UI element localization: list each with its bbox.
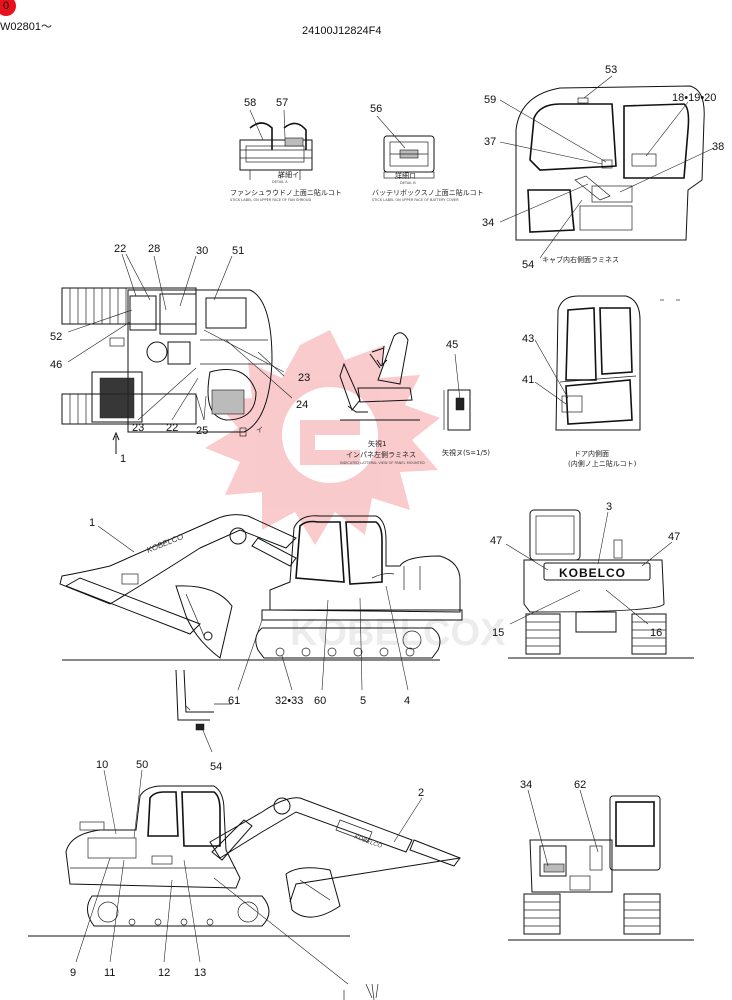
step-detail-drawing	[175, 669, 232, 731]
detail-a-caption-en: STICK LABEL ON UPPER FACE OF FAN SHROUD	[230, 198, 311, 202]
serial-range: W02801～	[0, 21, 52, 33]
ref-50: 50	[136, 759, 148, 771]
ref-34-front: 34	[520, 779, 532, 791]
arrow-view-caption-en: INDICATED LATTERAL VIEW OF PANEL MOUNTED	[340, 461, 425, 465]
ref-34-cab: 34	[482, 217, 494, 229]
ref-30: 30	[196, 245, 208, 257]
ref-32-33: 32•33	[275, 695, 303, 707]
ref-22-bottom: 22	[166, 422, 178, 434]
ref-9: 9	[70, 967, 76, 979]
side-view-left-drawing	[28, 785, 461, 1000]
left-boom-brand: KOBELCO	[353, 834, 383, 850]
ref-12: 12	[158, 967, 170, 979]
ref-43: 43	[522, 333, 534, 345]
ref-16: 16	[650, 627, 662, 639]
ref-46: 46	[50, 359, 62, 371]
detail-b-title: 詳細ロ	[395, 171, 416, 180]
ref-18-19-20: 18•19•20	[672, 92, 716, 104]
badge-text: 0	[3, 0, 9, 12]
ref-13: 13	[194, 967, 206, 979]
ref-5: 5	[360, 695, 366, 707]
ref-4: 4	[404, 695, 410, 707]
detail-a-sub: DETAIL A	[272, 180, 288, 184]
ref-57: 57	[276, 97, 288, 109]
cab-interior-caption: キャブ内右側面ラミネス	[542, 255, 619, 264]
ref-2: 2	[418, 787, 424, 799]
seat-panel-drawing	[339, 332, 471, 431]
ref-3: 3	[606, 501, 612, 513]
ref-52: 52	[50, 331, 62, 343]
ref-60: 60	[314, 695, 326, 707]
detail-b-sub: DETAIL B	[400, 181, 416, 185]
boom-brand-text: KOBELCO	[145, 532, 184, 555]
ref-23-right: 23	[298, 372, 310, 384]
ref-58: 58	[244, 97, 256, 109]
ref-28: 28	[148, 243, 160, 255]
watermark-logo	[205, 330, 440, 545]
ref-22-top: 22	[114, 243, 126, 255]
reference-numbers: 58 57 56 53 59 18•19•20 37 38 34 54 22 2…	[50, 64, 724, 979]
front-view-drawing	[508, 795, 694, 941]
ref-59: 59	[484, 94, 496, 106]
ref-61: 61	[228, 695, 240, 707]
rear-view-drawing	[508, 509, 694, 659]
arrow-view-j-caption: 矢視ヌ(S=1/5)	[442, 448, 490, 457]
ref-10: 10	[96, 759, 108, 771]
detail-a-title: 詳細イ	[278, 170, 299, 179]
door-inner-sub: (内側ノ上ニ貼ルコト)	[568, 459, 637, 468]
ref-47-right: 47	[668, 531, 680, 543]
ref-62: 62	[574, 779, 586, 791]
detail-a-caption-jp: ファンシュラウドノ上面ニ貼ルコト	[230, 188, 342, 197]
ref-47-left: 47	[490, 535, 502, 547]
ref-37: 37	[484, 136, 496, 148]
ref-51: 51	[232, 245, 244, 257]
top-view-drawing	[61, 287, 273, 454]
watermark-text: KOBELCOX	[290, 612, 506, 654]
detail-b-caption-jp: バッテリボックスノ上面ニ貼ルコト	[372, 188, 484, 197]
ref-15: 15	[492, 627, 504, 639]
view-arrow-label: 1	[120, 453, 126, 465]
ref-38: 38	[712, 141, 724, 153]
door-inner-drawing	[555, 295, 680, 431]
detail-a-drawing	[239, 122, 313, 180]
rear-brand-text: KOBELCO	[559, 566, 626, 580]
ref-56: 56	[370, 103, 382, 115]
red-badge-icon	[0, 0, 16, 16]
ref-41: 41	[522, 374, 534, 386]
ref-25: 25	[196, 425, 208, 437]
arrow-view-caption: インパネ左側ラミネス	[346, 450, 416, 459]
detail-a-pointer: イ	[256, 426, 263, 434]
detail-b-drawing	[383, 135, 435, 179]
ref-1: 1	[89, 517, 95, 529]
ref-11: 11	[104, 967, 115, 979]
ref-54-cab: 54	[522, 259, 534, 271]
side-view-right-drawing	[59, 514, 463, 661]
detail-a-mark: イ	[277, 172, 284, 180]
door-inner-caption: ドア内側面	[574, 449, 609, 458]
ref-23-bottom: 23	[132, 422, 144, 434]
arrow-view-title: 矢視1	[368, 439, 386, 448]
detail-b-caption-en: STICK LABEL ON UPPER FACE OF BATTERY COV…	[372, 198, 459, 202]
ref-54-step: 54	[210, 761, 222, 773]
cab-interior-drawing	[515, 85, 705, 241]
ref-24: 24	[296, 399, 308, 411]
ref-45: 45	[446, 339, 458, 351]
ref-53: 53	[605, 64, 617, 76]
part-number: 24100J12824F4	[302, 25, 382, 37]
